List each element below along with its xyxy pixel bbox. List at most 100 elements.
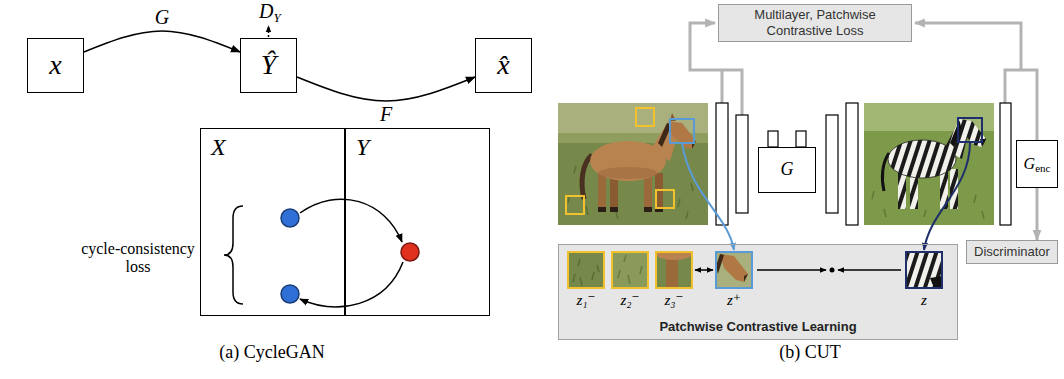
patch bbox=[568, 252, 604, 288]
discriminator-symbol: D bbox=[259, 0, 273, 23]
connector-arrow bbox=[1036, 188, 1039, 240]
negative-patch-frame bbox=[566, 108, 674, 214]
box-text: Ŷ bbox=[261, 50, 277, 81]
query-patch-frame bbox=[958, 118, 982, 142]
patch-frame bbox=[716, 252, 752, 288]
generator-network bbox=[768, 131, 778, 147]
patch-frame bbox=[906, 252, 942, 288]
horse-photo bbox=[598, 167, 658, 179]
generator-network bbox=[846, 103, 858, 225]
generator-network bbox=[796, 131, 806, 147]
positive-patch-frame bbox=[670, 119, 694, 143]
input-box: x bbox=[27, 38, 84, 93]
horse-photo bbox=[598, 207, 606, 212]
contrast-arrow bbox=[695, 269, 713, 271]
domain-box: X bbox=[200, 128, 345, 316]
patch bbox=[612, 252, 648, 288]
horse-photo bbox=[644, 175, 652, 211]
horse-photo bbox=[568, 166, 693, 219]
patch bbox=[716, 252, 752, 288]
zebra-photo bbox=[864, 103, 994, 225]
sample-dot bbox=[401, 243, 419, 261]
zebra-photo bbox=[950, 169, 958, 209]
sample-dot bbox=[281, 209, 299, 227]
loss-note: cycle-consistency loss bbox=[80, 240, 197, 275]
negative-patch-frame bbox=[566, 196, 584, 214]
patch-label: z⁺ bbox=[727, 292, 741, 309]
generator-network bbox=[716, 103, 858, 225]
patch-frame bbox=[568, 252, 604, 288]
patch bbox=[720, 254, 748, 282]
patch bbox=[612, 252, 648, 288]
box-text: Patchwise Contrastive Learning bbox=[659, 319, 856, 335]
patch-frame bbox=[612, 252, 648, 288]
patch bbox=[716, 254, 724, 274]
negative-patch-frame bbox=[636, 108, 654, 126]
encoder-layer bbox=[1000, 103, 1011, 225]
patch bbox=[654, 244, 694, 288]
contrast-arrow bbox=[757, 269, 826, 271]
patch-panel-ground bbox=[558, 244, 958, 340]
horse-photo bbox=[558, 103, 708, 225]
discriminator-box: Discriminator bbox=[966, 240, 1058, 264]
zebra-photo bbox=[959, 119, 986, 147]
mapping-label: F bbox=[378, 103, 394, 126]
box-text: Y bbox=[356, 134, 369, 160]
patch-label: z₂⁻ bbox=[621, 292, 640, 309]
patch-label: z₃⁻ bbox=[665, 292, 684, 309]
patch bbox=[573, 259, 599, 286]
zebra-photo bbox=[872, 191, 984, 219]
generator-network bbox=[826, 115, 838, 213]
box-subtext: enc bbox=[1035, 162, 1050, 174]
horse-photo bbox=[558, 103, 708, 225]
patch bbox=[930, 276, 942, 288]
patch bbox=[618, 255, 642, 284]
negative-patch-frame bbox=[656, 190, 674, 208]
contrast-dot bbox=[830, 268, 835, 273]
patch bbox=[906, 252, 942, 288]
encoder-box: Genc bbox=[1016, 140, 1058, 188]
cycle-diagram bbox=[224, 26, 419, 307]
zebra-photo bbox=[864, 103, 994, 225]
sample-dot bbox=[281, 285, 299, 303]
connector-arrow bbox=[84, 31, 240, 52]
box-text: Multilayer, Patchwise Contrastive Loss bbox=[727, 7, 903, 40]
patch bbox=[716, 252, 752, 288]
patch bbox=[906, 252, 942, 288]
box-text: G bbox=[781, 160, 794, 180]
connector-arrow bbox=[297, 77, 475, 101]
horse-photo bbox=[610, 207, 618, 212]
generator-network bbox=[716, 103, 728, 225]
box-text: x bbox=[49, 50, 61, 81]
mapping-arrow bbox=[300, 199, 402, 242]
brace bbox=[224, 206, 243, 304]
patch bbox=[744, 274, 748, 282]
patch-panel: Patchwise Contrastive Learning bbox=[558, 244, 958, 340]
patch-frame bbox=[656, 252, 692, 288]
horse-photo bbox=[610, 175, 618, 211]
contrast-arrow bbox=[838, 269, 901, 271]
patch-label: z bbox=[921, 292, 927, 309]
box-text: G bbox=[1024, 155, 1036, 173]
output-box: Ŷ bbox=[240, 38, 297, 93]
mapping-arrow bbox=[300, 262, 403, 307]
loss-box: Multilayer, Patchwise Contrastive Loss bbox=[718, 4, 912, 42]
patch-frame bbox=[568, 252, 942, 288]
horse-photo bbox=[598, 173, 606, 211]
reconstruction-box: x̂ bbox=[475, 38, 532, 93]
box-text: X bbox=[211, 134, 226, 160]
generator-box: G bbox=[758, 147, 816, 193]
caption: (b) CUT bbox=[779, 342, 841, 363]
subscript: Y bbox=[273, 11, 280, 26]
patch-label: z₁⁻ bbox=[577, 292, 596, 309]
patch-link bbox=[924, 142, 970, 250]
box-text: Discriminator bbox=[974, 244, 1050, 260]
generator-network bbox=[736, 115, 748, 213]
discriminator-arrow bbox=[268, 26, 270, 37]
caption: (a) CycleGAN bbox=[219, 342, 324, 363]
horse-photo bbox=[644, 207, 652, 212]
patch-link bbox=[682, 143, 734, 250]
